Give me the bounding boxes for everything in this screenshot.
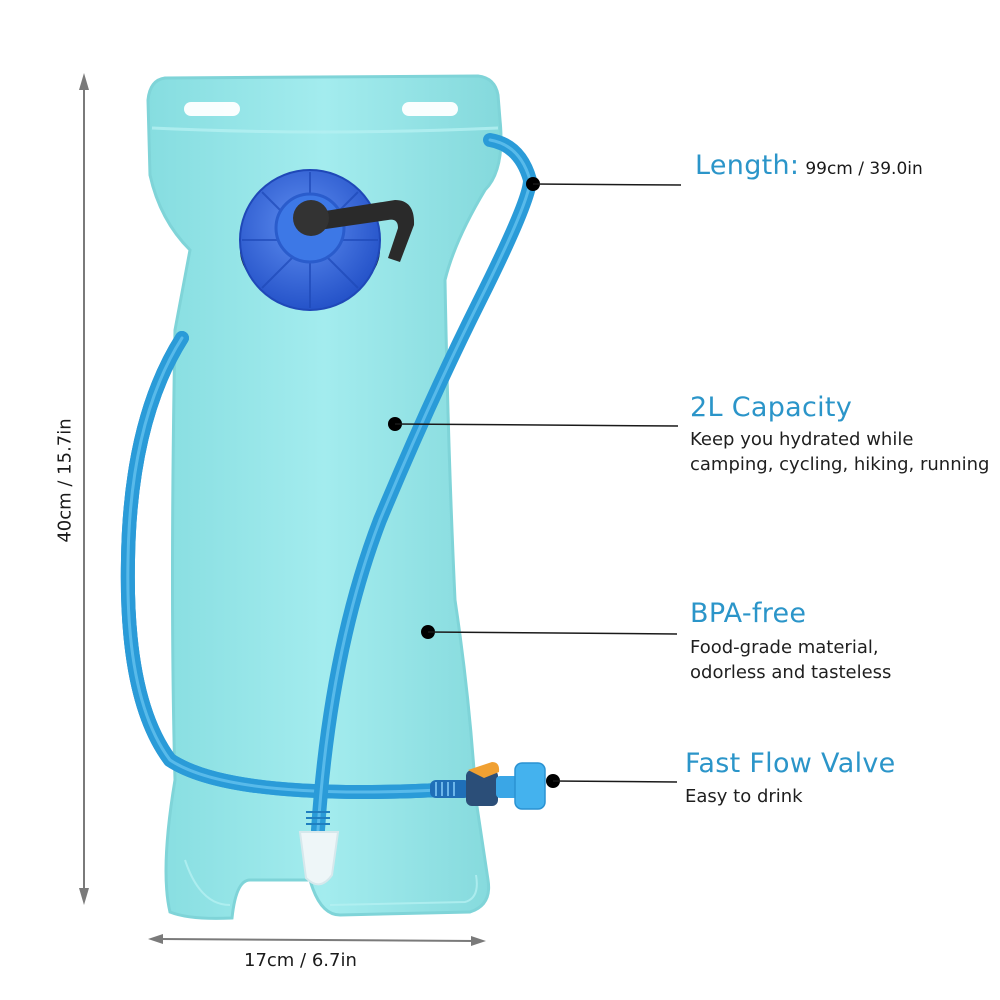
callout-capacity bbox=[388, 417, 679, 431]
height-dimension-label: 40cm / 15.7in bbox=[54, 418, 76, 543]
bladder-cap bbox=[239, 169, 415, 311]
width-dimension-label: 17cm / 6.7in bbox=[244, 950, 357, 971]
feature-fast-flow-valve: Fast Flow Valve Easy to drink bbox=[685, 748, 896, 809]
feature-description-line: Keep you hydrated while bbox=[690, 429, 914, 450]
feature-description-line: camping, cycling, hiking, running bbox=[690, 454, 990, 475]
feature-description-line: odorless and tasteless bbox=[690, 662, 892, 683]
feature-title: Fast Flow Valve bbox=[685, 748, 896, 779]
callout-length bbox=[526, 177, 682, 191]
bladder-body bbox=[146, 74, 503, 920]
tube-filter-tip bbox=[298, 811, 340, 886]
bite-valve bbox=[430, 762, 546, 810]
width-dimension-arrow bbox=[148, 934, 486, 946]
callout-valve bbox=[546, 774, 678, 788]
feature-title: BPA-free bbox=[690, 598, 807, 629]
height-dimension-arrow bbox=[79, 73, 89, 905]
feature-description-line: Easy to drink bbox=[685, 786, 803, 807]
callout-bpa-free bbox=[421, 625, 678, 639]
feature-title-text: Length: bbox=[695, 150, 800, 181]
feature-description-line: Food-grade material, bbox=[690, 637, 879, 658]
feature-bpa-free: BPA-free Food-grade material, odorless a… bbox=[690, 598, 891, 685]
feature-title: Length:99cm / 39.0in bbox=[695, 150, 923, 185]
feature-length: Length:99cm / 39.0in bbox=[695, 150, 923, 185]
length-value: 99cm / 39.0in bbox=[805, 159, 923, 179]
feature-capacity: 2L Capacity Keep you hydrated while camp… bbox=[690, 392, 989, 477]
feature-title: 2L Capacity bbox=[690, 392, 853, 423]
